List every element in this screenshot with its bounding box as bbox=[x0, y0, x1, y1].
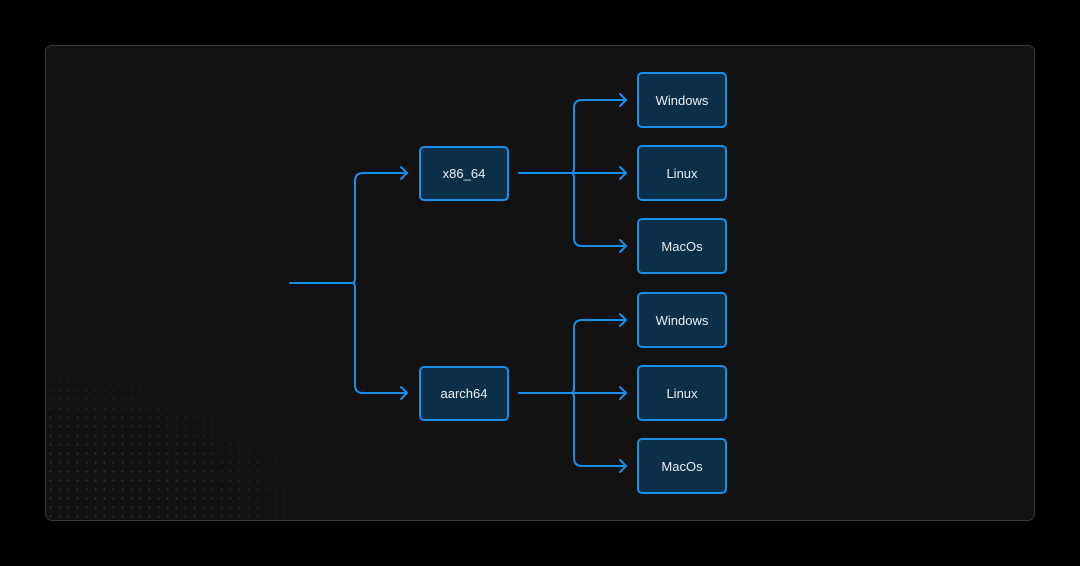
node-aarch64-linux: Linux bbox=[637, 365, 727, 421]
aarch64-branch-line bbox=[573, 397, 627, 467]
x86-64-arrow-icon bbox=[619, 166, 627, 180]
x86-64-branch-line bbox=[573, 177, 627, 247]
aarch64-arrow-icon bbox=[619, 313, 627, 327]
node-label: Windows bbox=[655, 92, 709, 108]
x86-64-arrow-icon bbox=[619, 239, 627, 253]
node-label: x86_64 bbox=[442, 166, 486, 181]
node-aarch64-macos: MacOs bbox=[637, 438, 727, 494]
node-x86-64-macos: MacOs bbox=[637, 218, 727, 274]
node-label: Linux bbox=[666, 385, 698, 401]
root-branch-line bbox=[354, 172, 408, 279]
node-x86-64-windows: Windows bbox=[637, 72, 727, 128]
node-label: MacOs bbox=[661, 238, 703, 254]
node-aarch64: aarch64 bbox=[419, 366, 509, 421]
node-label: MacOs bbox=[661, 458, 703, 474]
node-x86-64-linux: Linux bbox=[637, 145, 727, 201]
node-x86-64: x86_64 bbox=[419, 146, 509, 201]
node-label: aarch64 bbox=[440, 386, 488, 401]
root-branch-line bbox=[354, 287, 408, 394]
aarch64-branch-line bbox=[573, 319, 627, 389]
aarch64-arrow-icon bbox=[619, 386, 627, 400]
root-arrow-icon bbox=[400, 166, 408, 180]
node-label: Windows bbox=[655, 312, 709, 328]
x86-64-branch-line bbox=[573, 99, 627, 169]
node-label: Linux bbox=[666, 165, 698, 181]
node-aarch64-windows: Windows bbox=[637, 292, 727, 348]
root-arrow-icon bbox=[400, 386, 408, 400]
x86-64-arrow-icon bbox=[619, 93, 627, 107]
aarch64-arrow-icon bbox=[619, 459, 627, 473]
